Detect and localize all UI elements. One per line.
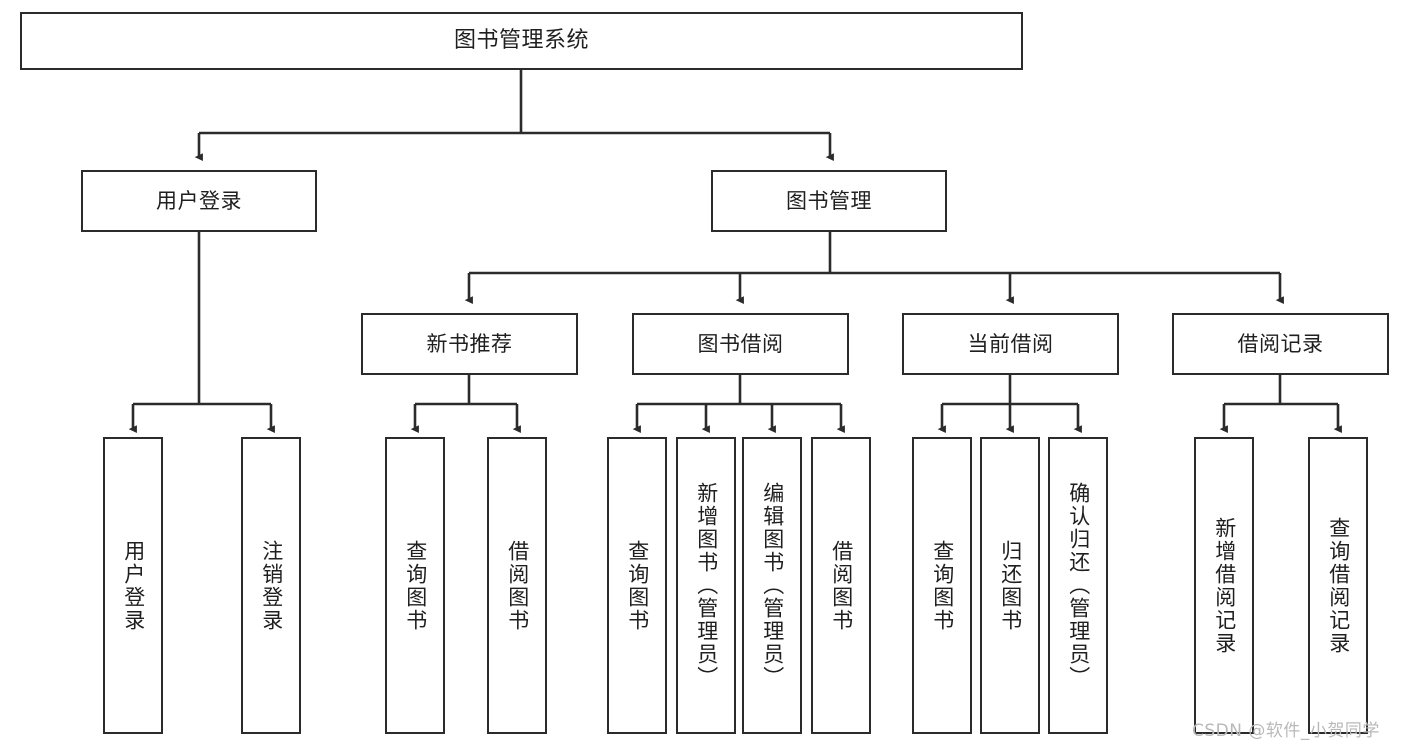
node-label: 用户登录 [156,188,242,213]
node-leaf-borrow-book-recommend[interactable]: 借阅图书 [487,437,547,734]
node-leaf-query-book-recommend[interactable]: 查询图书 [385,437,445,734]
node-label: 确认归还（管理员） [1066,482,1091,689]
node-label: 借阅图书 [505,539,530,632]
node-label: 查询图书 [625,539,650,632]
node-label: 当前借阅 [967,331,1054,356]
node-label: 查询借阅记录 [1326,516,1351,655]
node-leaf-add-borrow-record[interactable]: 新增借阅记录 [1194,437,1254,734]
node-leaf-return-book[interactable]: 归还图书 [980,437,1040,734]
node-label: 借阅图书 [829,539,854,632]
node-leaf-edit-book-admin[interactable]: 编辑图书（管理员） [742,437,802,734]
node-current-borrow[interactable]: 当前借阅 [902,313,1119,375]
node-leaf-query-book-borrow[interactable]: 查询图书 [607,437,667,734]
node-borrow-record[interactable]: 借阅记录 [1172,313,1389,375]
node-label: 图书管理 [786,188,872,213]
node-new-book-recommend[interactable]: 新书推荐 [361,313,578,375]
node-leaf-logout-login[interactable]: 注销登录 [241,437,301,734]
node-book-borrow[interactable]: 图书借阅 [632,313,849,375]
node-label: 编辑图书（管理员） [760,482,785,689]
node-user-login[interactable]: 用户登录 [81,170,317,232]
node-leaf-query-borrow-record[interactable]: 查询借阅记录 [1308,437,1368,734]
node-label: 图书管理系统 [453,28,589,54]
node-leaf-user-login[interactable]: 用户登录 [103,437,163,734]
node-label: 借阅记录 [1237,331,1324,356]
node-leaf-confirm-return-admin[interactable]: 确认归还（管理员） [1048,437,1108,734]
node-label: 查询图书 [930,539,955,632]
node-leaf-borrow-book[interactable]: 借阅图书 [811,437,871,734]
node-label: 查询图书 [403,539,428,632]
node-leaf-query-book-current[interactable]: 查询图书 [912,437,972,734]
node-label: 新书推荐 [426,331,513,356]
node-label: 新增借阅记录 [1212,516,1237,655]
node-label: 新增图书（管理员） [694,482,719,689]
node-label: 用户登录 [121,539,146,632]
node-label: 注销登录 [259,539,284,632]
node-label: 图书借阅 [697,331,784,356]
node-root-book-management-system[interactable]: 图书管理系统 [20,12,1023,70]
node-book-management[interactable]: 图书管理 [711,170,947,232]
node-leaf-add-book-admin[interactable]: 新增图书（管理员） [676,437,736,734]
node-label: 归还图书 [998,539,1023,632]
